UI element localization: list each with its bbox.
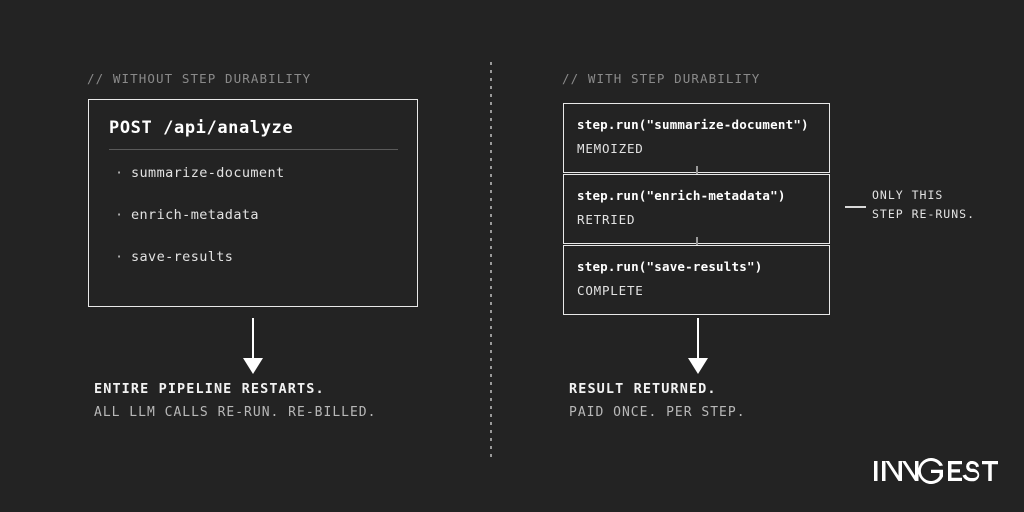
list-item-label: enrich-metadata — [131, 207, 259, 223]
list-item-label: summarize-document — [131, 165, 285, 181]
step-box: step.run("save-results") COMPLETE — [563, 245, 830, 315]
bullet-icon: · — [115, 249, 124, 265]
arrow-shaft — [697, 318, 699, 359]
status-badge: RETRIED — [577, 212, 636, 227]
bullet-icon: · — [115, 165, 124, 181]
caption-line-secondary: ALL LLM CALLS RE-RUN. RE-BILLED. — [94, 405, 377, 420]
step-call-label: step.run("save-results") — [577, 259, 763, 274]
step-box: step.run("summarize-document") MEMOIZED — [563, 103, 830, 173]
arrow-head — [243, 358, 263, 374]
vertical-dotted-divider — [490, 62, 492, 462]
left-panel-comment: // WITHOUT STEP DURABILITY — [87, 71, 312, 86]
list-item: · summarize-document — [115, 165, 285, 181]
status-badge: MEMOIZED — [577, 141, 644, 156]
callout-leader-line — [845, 206, 866, 208]
caption-line-primary: ENTIRE PIPELINE RESTARTS. — [94, 381, 325, 397]
caption-line-primary: RESULT RETURNED. — [569, 381, 717, 397]
right-panel-caption: RESULT RETURNED. PAID ONCE. PER STEP. — [569, 381, 746, 420]
monolith-endpoint-title: POST /api/analyze — [109, 118, 294, 138]
inngest-wordmark-icon — [874, 458, 998, 484]
callout-line-2: STEP RE-RUNS. — [872, 207, 976, 221]
step-box: step.run("enrich-metadata") RETRIED — [563, 174, 830, 244]
bullet-icon: · — [115, 207, 124, 223]
step-call-label: step.run("summarize-document") — [577, 117, 809, 132]
list-item: · save-results — [115, 249, 233, 265]
arrow-head — [688, 358, 708, 374]
down-arrow-icon — [243, 318, 263, 374]
step-connector-line — [696, 166, 698, 175]
left-panel-caption: ENTIRE PIPELINE RESTARTS. ALL LLM CALLS … — [94, 381, 376, 420]
callout-line-1: ONLY THIS — [872, 188, 944, 202]
down-arrow-icon — [688, 318, 708, 374]
monolith-request-card: POST /api/analyze · summarize-document · e… — [88, 99, 418, 307]
arrow-shaft — [252, 318, 254, 359]
step-connector-line — [696, 237, 698, 246]
caption-line-secondary: PAID ONCE. PER STEP. — [569, 405, 746, 420]
status-badge: COMPLETE — [577, 283, 644, 298]
callout-annotation: ONLY THIS STEP RE-RUNS. — [872, 186, 975, 224]
card-divider-rule — [109, 149, 398, 150]
step-call-label: step.run("enrich-metadata") — [577, 188, 786, 203]
list-item-label: save-results — [131, 249, 234, 265]
right-panel-comment: // WITH STEP DURABILITY — [562, 71, 761, 86]
list-item: · enrich-metadata — [115, 207, 259, 223]
inngest-logo — [874, 458, 998, 484]
